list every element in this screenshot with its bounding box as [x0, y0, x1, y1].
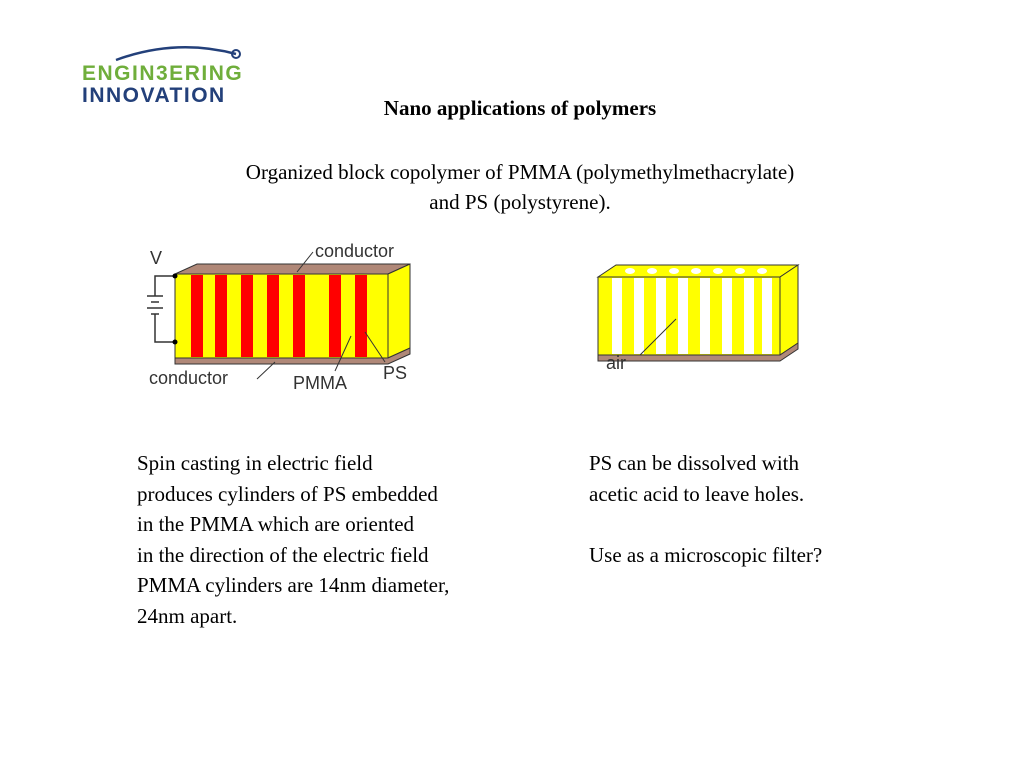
air-label: air	[606, 353, 626, 373]
air-hole	[762, 278, 772, 354]
ps-cylinder	[241, 275, 253, 357]
caption-line: in the direction of the electric field	[137, 542, 429, 567]
air-hole	[678, 278, 688, 354]
ps-cylinder	[215, 275, 227, 357]
ps-cylinder	[329, 275, 341, 357]
top-conductor-plate	[174, 263, 411, 275]
slide-subtitle: Organized block copolymer of PMMA (polym…	[0, 157, 1024, 217]
copolymer-cylinder-diagram: V conductor conductor PMMA PS	[145, 236, 420, 396]
air-hole	[744, 278, 754, 354]
air-hole	[634, 278, 644, 354]
battery-circuit	[147, 275, 175, 343]
air-hole	[722, 278, 732, 354]
bottom-conductor-plate	[174, 347, 411, 365]
ps-label: PS	[383, 363, 407, 383]
air-hole	[656, 278, 666, 354]
left-caption: Spin casting in electric field produces …	[137, 448, 449, 631]
caption-line: in the PMMA which are oriented	[137, 512, 415, 536]
voltage-label: V	[150, 248, 162, 268]
block-front-face	[174, 273, 389, 359]
caption-line: Spin casting in electric field	[137, 451, 373, 475]
logo-line2: INNOVATION	[82, 84, 226, 107]
slide-title: Nano applications of polymers	[383, 96, 657, 120]
ps-cylinder	[293, 275, 305, 357]
ps-cylinder	[191, 275, 203, 357]
engineering-innovation-logo: ENGIN3ERING INNOVATION	[76, 42, 282, 108]
logo-arc-node	[231, 49, 241, 59]
block-side-face	[387, 263, 411, 359]
air-hole	[700, 278, 710, 354]
subtitle-line-1: Organized block copolymer of PMMA (polym…	[245, 160, 795, 184]
air-hole	[612, 278, 622, 354]
caption-line: PMMA cylinders are 14nm diameter,	[137, 573, 450, 597]
porous-membrane-diagram: air	[592, 255, 827, 375]
caption-line: Use as a microscopic filter?	[589, 542, 823, 567]
top-conductor-label: conductor	[315, 241, 394, 261]
caption-line: 24nm apart.	[137, 603, 238, 628]
bottom-conductor-label: conductor	[149, 368, 228, 388]
hole-openings	[625, 268, 767, 274]
right-caption: PS can be dissolved with acetic acid to …	[589, 448, 822, 570]
caption-spacer	[589, 509, 822, 540]
air-holes	[612, 278, 772, 354]
ps-cylinder	[355, 275, 367, 357]
logo-line1: ENGIN3ERING	[82, 62, 243, 85]
subtitle-line-2: and PS (polystyrene).	[429, 190, 611, 214]
logo-graphic: ENGIN3ERING INNOVATION	[82, 46, 243, 107]
membrane-side-face	[779, 264, 799, 356]
caption-line: acetic acid to leave holes.	[589, 481, 805, 506]
ps-cylinders	[191, 275, 367, 357]
ps-cylinder	[267, 275, 279, 357]
membrane-base-plate	[597, 342, 799, 362]
wire-contact-top	[172, 273, 178, 279]
caption-line: produces cylinders of PS embedded	[137, 481, 438, 506]
pmma-label: PMMA	[293, 373, 347, 393]
wire-contact-bottom	[172, 339, 178, 345]
logo-arc	[115, 46, 237, 62]
caption-line: PS can be dissolved with	[589, 451, 799, 475]
